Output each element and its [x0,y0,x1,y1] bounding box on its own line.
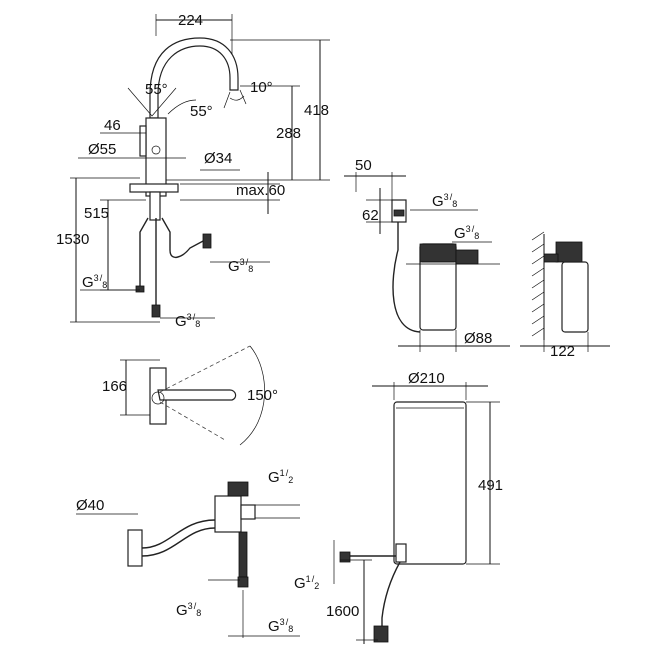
angle-arc-55 [167,99,197,115]
label-g38-b: G3/8 [228,257,253,275]
valve-body [214,495,242,533]
wall-hatching [531,231,545,337]
label-dia-55: Ø55 [88,141,116,158]
faucet-base-plate [129,183,179,193]
label-10: 10° [250,79,273,96]
top-view-rotation-dashed [159,345,251,441]
label-g38-a: G3/8 [82,273,107,291]
angle-valve-connector [202,233,212,249]
tank-plug [373,625,389,643]
wall-filter-cartridge [561,261,589,333]
arc-150 [239,345,265,446]
label-g38-f: G3/8 [432,192,457,210]
faucet-shank [149,191,161,221]
label-515: 515 [84,205,109,222]
valve-down-pipe [238,531,248,578]
tank-inlet-fitting [339,551,351,563]
label-491: 491 [478,477,503,494]
valve-bottom-fitting [237,576,249,588]
faucet-lever [139,125,147,157]
label-max60: max.60 [236,182,285,199]
valve-top [227,481,249,497]
label-55-b: 55° [190,103,213,120]
tank-inlet-block [395,543,407,563]
wall-mount-head [555,241,583,263]
label-62: 62 [362,207,379,224]
filter-wall-mount: 122 [520,231,610,360]
filter-head-display [393,209,405,217]
valve-hose-upper [141,519,216,549]
label-g38-g: G3/8 [454,224,479,242]
label-150: 150° [247,387,278,404]
valve-hose-lower [141,527,216,557]
label-1530: 1530 [56,231,89,248]
label-g38-d: G3/8 [176,601,201,619]
faucet-side-view: 224 418 288 55° 55° 10° 46 Ø55 Ø34 max.6… [56,12,330,330]
faucet-spout [149,37,239,119]
label-dia-210: Ø210 [408,370,445,387]
label-122: 122 [550,343,575,360]
boiler-tank: Ø210 491 G1/2 1600 [294,370,503,644]
label-g38-e: G3/8 [268,617,293,635]
label-288: 288 [276,125,301,142]
filter-valve [455,249,479,265]
supply-hose-right [161,217,206,258]
label-50: 50 [355,157,372,174]
label-1600: 1600 [326,603,359,620]
top-view-pivot [151,391,165,405]
filter-unit: 50 62 G3/8 G3/8 Ø88 [344,157,510,352]
tee-fitting [127,529,143,567]
label-418: 418 [304,102,329,119]
top-view-spout [157,389,237,401]
label-g12-a: G1/2 [268,468,293,486]
label-g12-b: G1/2 [294,574,319,592]
valve-outlet [240,504,256,520]
faucet-top-view: 150° 166 [102,345,278,446]
label-55-a: 55° [145,81,168,98]
tank-cable [381,561,401,628]
valve-assembly: Ø40 G1/2 G3/8 G3/8 [76,468,300,638]
wall-bracket [543,253,559,263]
label-dia-34: Ø34 [204,150,232,167]
label-46: 46 [104,117,121,134]
hose-fitting-center [151,304,161,318]
filter-cartridge-top [419,243,457,263]
faucet-cartridge-circle [151,145,161,155]
label-g38-c: G3/8 [175,312,200,330]
angle-lines-55 [127,87,177,117]
label-224: 224 [178,12,203,29]
hose-fitting-left [135,285,145,293]
supply-hose-left [139,217,149,290]
tank-body [393,401,467,565]
label-dia-88: Ø88 [464,330,492,347]
label-166: 166 [102,378,127,395]
angle-lines-10 [223,89,247,109]
filter-cable [392,222,421,333]
label-dia-40: Ø40 [76,497,104,514]
